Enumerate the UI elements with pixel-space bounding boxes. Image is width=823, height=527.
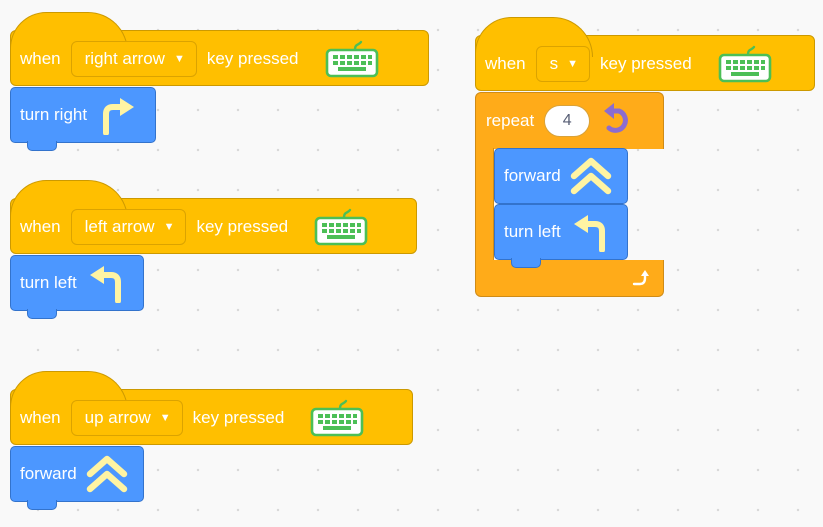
keyboard-icon	[314, 208, 368, 246]
when-label: when	[20, 49, 61, 68]
forward-block[interactable]: forward	[494, 148, 628, 204]
forward-block[interactable]: forward	[10, 446, 144, 510]
dropdown-caret-icon: ▼	[163, 221, 175, 233]
key-pressed-label: key pressed	[196, 217, 289, 236]
key-pressed-label: key pressed	[192, 408, 285, 427]
turn-left-label: turn left	[20, 273, 77, 292]
turn-right-block[interactable]: turn right	[10, 87, 156, 151]
loop-arrow-icon	[600, 103, 634, 139]
repeat-label: repeat	[486, 111, 535, 130]
block-notch	[511, 258, 541, 268]
forward-label: forward	[20, 464, 77, 483]
dropdown-caret-icon: ▼	[173, 53, 185, 65]
dropdown-caret-icon: ▼	[159, 412, 171, 424]
keyboard-icon	[718, 45, 772, 83]
when-key-pressed-hat[interactable]: when s▼ key pressed	[475, 17, 815, 91]
repeat-count-input[interactable]: 4	[544, 105, 591, 137]
forward-label: forward	[504, 166, 561, 185]
key-dropdown-value: left arrow	[84, 217, 155, 236]
key-dropdown[interactable]: s▼	[535, 46, 591, 82]
key-dropdown-value: up arrow	[84, 408, 151, 427]
when-key-pressed-hat[interactable]: when left arrow ▼ key pressed	[10, 180, 417, 254]
turn-right-label: turn right	[20, 105, 88, 124]
repeat-end-arrow-icon	[631, 268, 651, 288]
when-key-pressed-hat[interactable]: when up arrow ▼ key pressed	[10, 371, 413, 445]
key-dropdown-value: s	[549, 54, 559, 73]
turn-left-icon	[89, 263, 125, 303]
key-dropdown[interactable]: right arrow ▼	[70, 41, 197, 77]
when-label: when	[485, 54, 526, 73]
turn-left-block[interactable]: turn left	[10, 255, 144, 319]
block-notch	[27, 141, 57, 151]
forward-icon	[85, 454, 129, 494]
key-dropdown-value: right arrow	[84, 49, 165, 68]
turn-left-icon	[573, 212, 609, 252]
key-pressed-label: key pressed	[206, 49, 299, 68]
turn-left-block[interactable]: turn left	[494, 204, 628, 268]
keyboard-icon	[310, 399, 364, 437]
keyboard-icon	[325, 40, 379, 78]
repeat-footer[interactable]	[475, 260, 664, 297]
when-key-pressed-hat[interactable]: when right arrow ▼ key pressed	[10, 12, 429, 86]
turn-right-icon	[99, 95, 135, 135]
repeat-header[interactable]: repeat 4	[475, 92, 664, 149]
key-dropdown[interactable]: left arrow ▼	[70, 209, 187, 245]
block-notch	[27, 500, 57, 510]
when-label: when	[20, 217, 61, 236]
block-notch	[27, 309, 57, 319]
turn-left-label: turn left	[504, 222, 561, 241]
key-pressed-label: key pressed	[600, 54, 692, 73]
key-dropdown[interactable]: up arrow ▼	[70, 400, 183, 436]
when-label: when	[20, 408, 61, 427]
forward-icon	[569, 156, 613, 196]
repeat-arm	[475, 148, 494, 261]
dropdown-caret-icon: ▼	[567, 58, 579, 70]
